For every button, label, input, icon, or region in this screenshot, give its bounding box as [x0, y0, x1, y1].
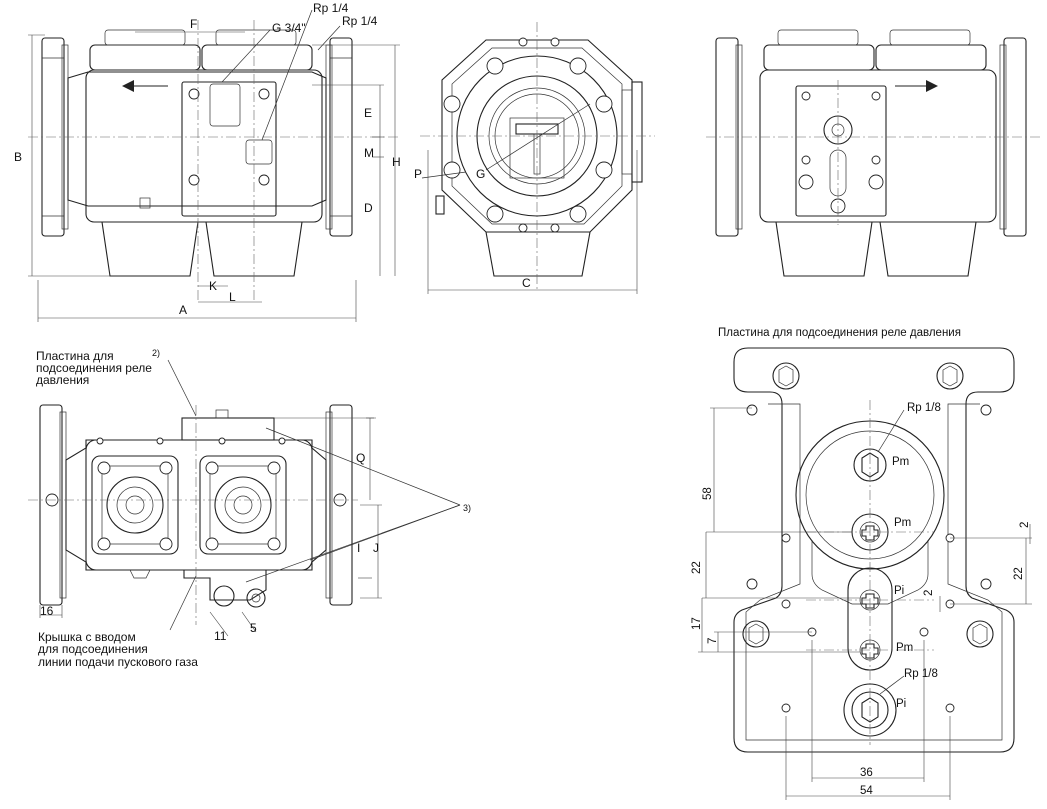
note-plate-line2: подсоединения реле — [36, 361, 152, 375]
note-plate-line3: давления — [36, 373, 89, 387]
rear-view — [706, 29, 1040, 277]
note-cover-line1: Крышка с вводом — [38, 630, 136, 644]
dim-16: 16 — [40, 604, 54, 618]
note-cover-line3: линии подачи пускового газа — [38, 655, 198, 669]
dim-B: B — [14, 150, 22, 164]
label-Rp14-a: Rp 1/4 — [313, 1, 349, 15]
plate-detail-title: Пластина для подсоединения реле давления — [718, 327, 961, 339]
dim-K: K — [209, 279, 217, 293]
dim-5: 5 — [250, 621, 257, 635]
dim-22-left: 22 — [691, 561, 703, 574]
footnote-3: 3) — [463, 503, 471, 513]
front-view: F G 3/4" Rp 1/4 Rp 1/4 B E M H D K L A — [14, 1, 401, 322]
label-pi-1: Pi — [894, 585, 904, 597]
dim-J: J — [373, 541, 379, 555]
label-rp18-bot: Rp 1/8 — [904, 668, 938, 680]
dim-A: A — [179, 303, 187, 317]
dim-17: 17 — [691, 617, 703, 630]
dim-54: 54 — [860, 785, 873, 797]
dim-2-right: 2 — [1019, 522, 1031, 528]
dim-H: H — [392, 155, 401, 169]
footnote-2: 2) — [152, 348, 160, 358]
dim-7: 7 — [707, 638, 719, 644]
dim-L: L — [229, 290, 236, 304]
dim-D: D — [364, 201, 373, 215]
note-cover-line2: для подсоединения — [38, 642, 148, 656]
dim-P: P — [414, 167, 422, 181]
side-view: P G C — [414, 22, 655, 294]
flow-arrow-right — [895, 80, 938, 92]
dim-11: 11 — [214, 629, 227, 643]
label-pm-2: Pm — [894, 517, 911, 529]
dim-M: M — [364, 146, 374, 160]
dim-58: 58 — [702, 487, 714, 500]
label-Rp14-b: Rp 1/4 — [342, 14, 378, 28]
flow-arrow-left — [122, 80, 168, 92]
dim-22-right: 22 — [1013, 567, 1025, 580]
label-rp18-top: Rp 1/8 — [907, 402, 941, 414]
top-view: Пластина для подсоединения реле давления… — [28, 348, 471, 669]
dim-C: C — [522, 276, 531, 290]
label-pi-2: Pi — [896, 698, 906, 710]
dim-F: F — [190, 17, 197, 31]
dim-E: E — [364, 106, 372, 120]
dim-2-mid: 2 — [923, 590, 935, 596]
dim-36: 36 — [860, 767, 873, 779]
plate-detail: Пластина для подсоединения реле давления — [691, 327, 1032, 800]
dim-I: I — [357, 541, 360, 555]
label-pm-3: Pm — [896, 642, 913, 654]
note-plate-line1: Пластина для — [36, 349, 114, 363]
label-G34: G 3/4" — [272, 21, 306, 35]
dim-G: G — [476, 167, 485, 181]
label-pm-1: Pm — [892, 456, 909, 468]
dim-Q: Q — [356, 451, 365, 465]
